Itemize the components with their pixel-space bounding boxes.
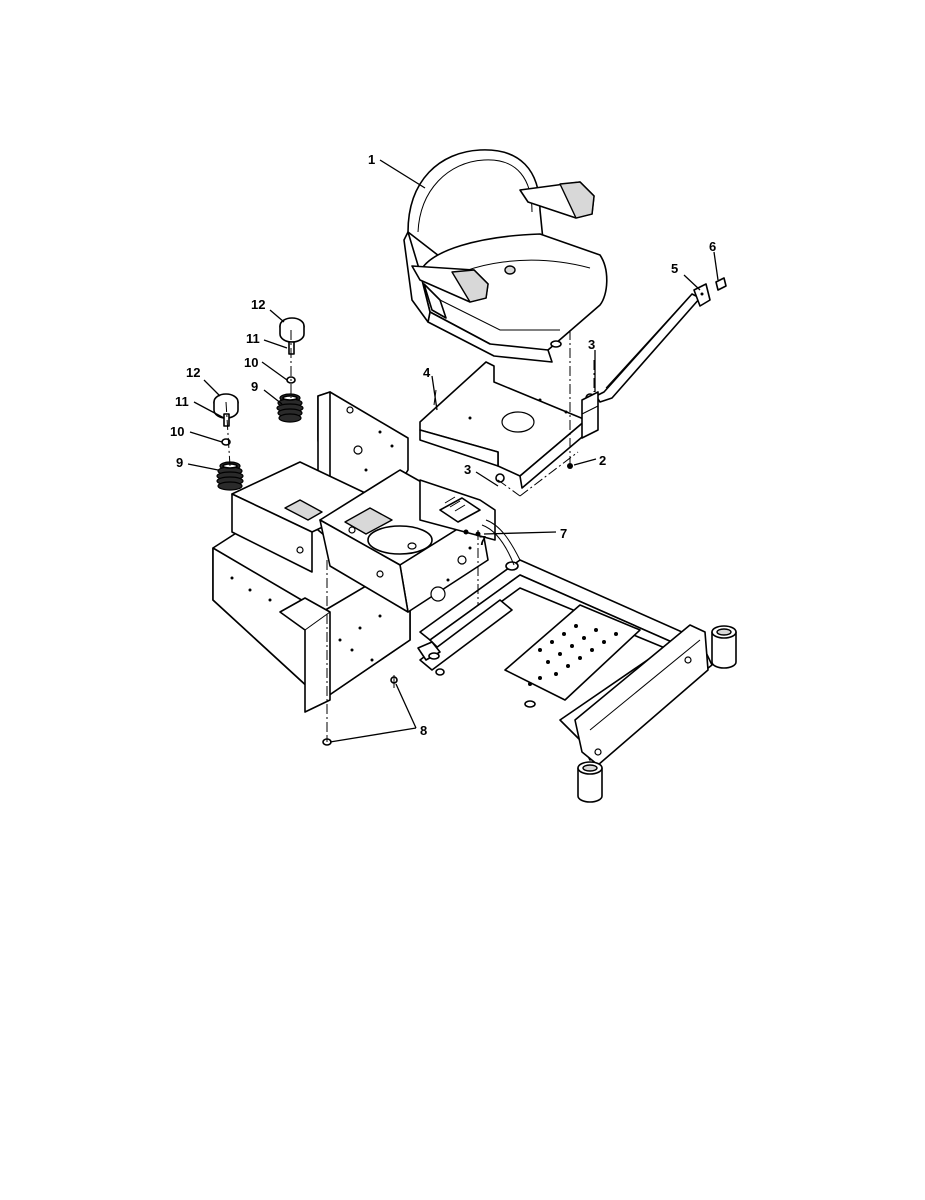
bracket-slots <box>444 496 466 512</box>
callout-8: 8 <box>420 723 427 738</box>
caster-tube-right <box>711 625 737 669</box>
callout-12a: 12 <box>186 365 200 380</box>
seat-tower <box>231 361 595 613</box>
callout-11b: 11 <box>246 331 260 346</box>
seat <box>403 149 608 363</box>
callout-3a: 3 <box>588 337 595 352</box>
callout-9a: 9 <box>176 455 183 470</box>
callout-6: 6 <box>709 239 716 254</box>
callout-5: 5 <box>671 261 678 276</box>
caster-tube-left <box>577 761 603 803</box>
spring-right <box>276 393 304 423</box>
leader-lines <box>187 159 719 743</box>
callout-1: 1 <box>368 152 375 167</box>
armrest-right <box>519 181 595 219</box>
spring-left <box>216 461 244 491</box>
callout-7b: 7 <box>479 533 486 548</box>
callout-3b: 3 <box>464 462 471 477</box>
pin-left <box>223 413 230 427</box>
callout-9b: 9 <box>251 379 258 394</box>
armrest-left <box>411 265 489 319</box>
spring-stack-right <box>276 317 305 423</box>
adjuster-rod <box>581 277 727 439</box>
callout-10b: 10 <box>244 355 258 370</box>
callout-4: 4 <box>423 365 431 380</box>
floor-plate-holes <box>528 624 618 686</box>
callout-7a: 7 <box>560 526 567 541</box>
callout-11a: 11 <box>175 394 189 409</box>
centerlines <box>225 330 595 738</box>
bolt-7a <box>463 529 469 535</box>
callout-2: 2 <box>599 453 606 468</box>
callouts: 1 2 3 3 4 5 6 7 7 8 9 9 10 10 11 11 12 1… <box>170 152 716 738</box>
callout-12b: 12 <box>251 297 265 312</box>
callout-10a: 10 <box>170 424 184 439</box>
